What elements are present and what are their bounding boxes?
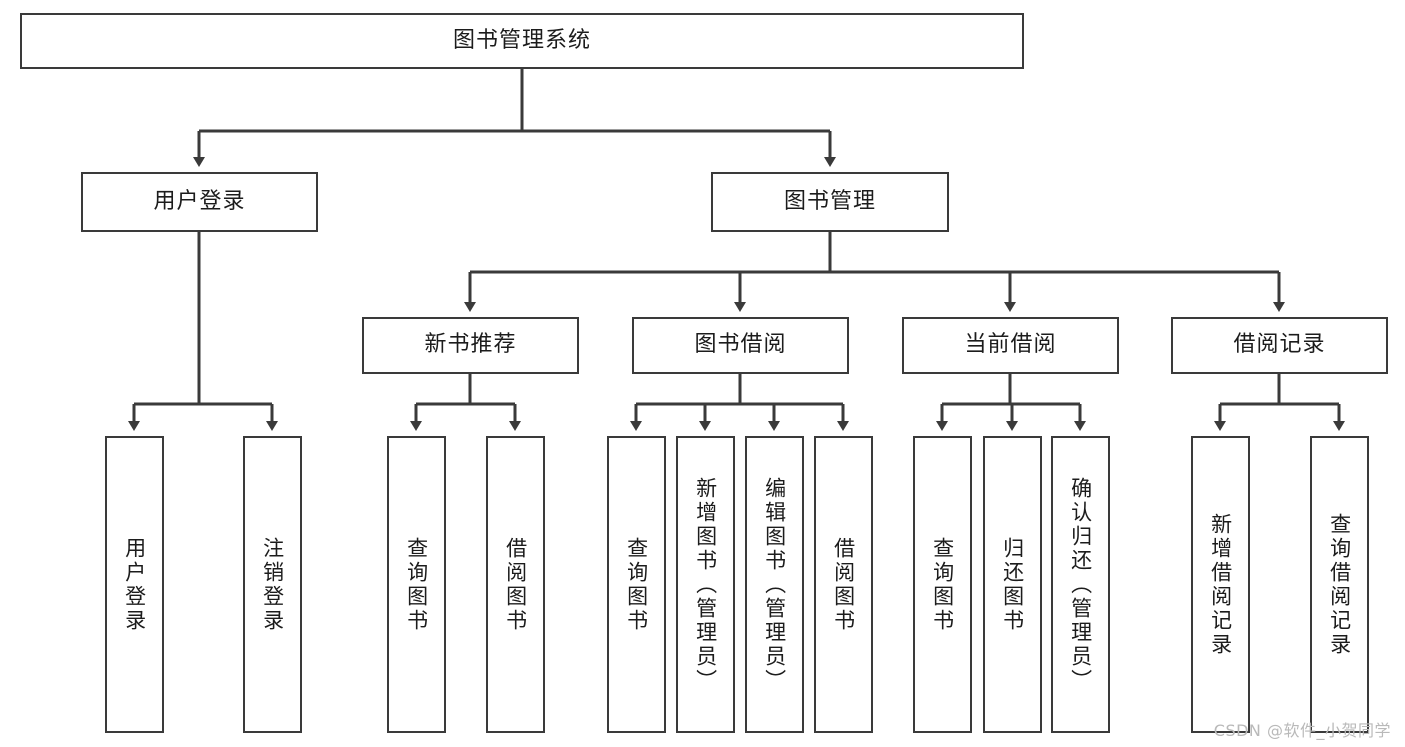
- leaf-query-book-cb-label: 查询图书: [930, 536, 955, 633]
- leaf-add-borrow-record-label: 新增借阅记录: [1208, 512, 1233, 657]
- leaf-confirm-return-admin[interactable]: 确认归还（管理员）: [1051, 436, 1110, 733]
- node-user-login-label: 用户登录: [153, 188, 246, 214]
- leaf-query-book-nbr-label: 查询图书: [404, 536, 429, 633]
- leaf-query-book-nbr[interactable]: 查询图书: [387, 436, 446, 733]
- leaf-borrow-book-bb[interactable]: 借阅图书: [814, 436, 873, 733]
- leaf-query-book-bb[interactable]: 查询图书: [607, 436, 666, 733]
- leaf-logout[interactable]: 注销登录: [243, 436, 302, 733]
- leaf-edit-book-admin-label: 编辑图书（管理员）: [762, 476, 787, 693]
- node-user-login[interactable]: 用户登录: [81, 172, 318, 232]
- node-book-management-label: 图书管理: [783, 188, 876, 214]
- leaf-query-borrow-record-label: 查询借阅记录: [1327, 512, 1352, 657]
- node-current-borrow-label: 当前借阅: [964, 332, 1057, 358]
- leaf-query-book-cb[interactable]: 查询图书: [913, 436, 972, 733]
- leaf-borrow-book-nbr-label: 借阅图书: [503, 536, 528, 633]
- leaf-return-book[interactable]: 归还图书: [983, 436, 1042, 733]
- node-new-book-recommend[interactable]: 新书推荐: [362, 317, 579, 374]
- leaf-return-book-label: 归还图书: [1000, 536, 1025, 633]
- leaf-user-login[interactable]: 用户登录: [105, 436, 164, 733]
- node-book-borrow[interactable]: 图书借阅: [632, 317, 849, 374]
- node-borrow-record-label: 借阅记录: [1233, 332, 1326, 358]
- leaf-add-book-admin[interactable]: 新增图书（管理员）: [676, 436, 735, 733]
- leaf-borrow-book-bb-label: 借阅图书: [831, 536, 856, 633]
- node-root-label: 图书管理系统: [452, 27, 591, 53]
- node-current-borrow[interactable]: 当前借阅: [902, 317, 1119, 374]
- leaf-borrow-book-nbr[interactable]: 借阅图书: [486, 436, 545, 733]
- leaf-add-borrow-record[interactable]: 新增借阅记录: [1191, 436, 1250, 733]
- node-root[interactable]: 图书管理系统: [20, 13, 1024, 69]
- leaf-query-book-bb-label: 查询图书: [624, 536, 649, 633]
- leaf-query-borrow-record[interactable]: 查询借阅记录: [1310, 436, 1369, 733]
- node-book-borrow-label: 图书借阅: [694, 332, 787, 358]
- node-new-book-recommend-label: 新书推荐: [424, 332, 517, 358]
- leaf-confirm-return-admin-label: 确认归还（管理员）: [1068, 476, 1093, 693]
- leaf-logout-label: 注销登录: [260, 536, 285, 633]
- node-borrow-record[interactable]: 借阅记录: [1171, 317, 1388, 374]
- leaf-add-book-admin-label: 新增图书（管理员）: [693, 476, 718, 693]
- leaf-edit-book-admin[interactable]: 编辑图书（管理员）: [745, 436, 804, 733]
- leaf-user-login-label: 用户登录: [122, 536, 147, 633]
- node-book-management[interactable]: 图书管理: [711, 172, 949, 232]
